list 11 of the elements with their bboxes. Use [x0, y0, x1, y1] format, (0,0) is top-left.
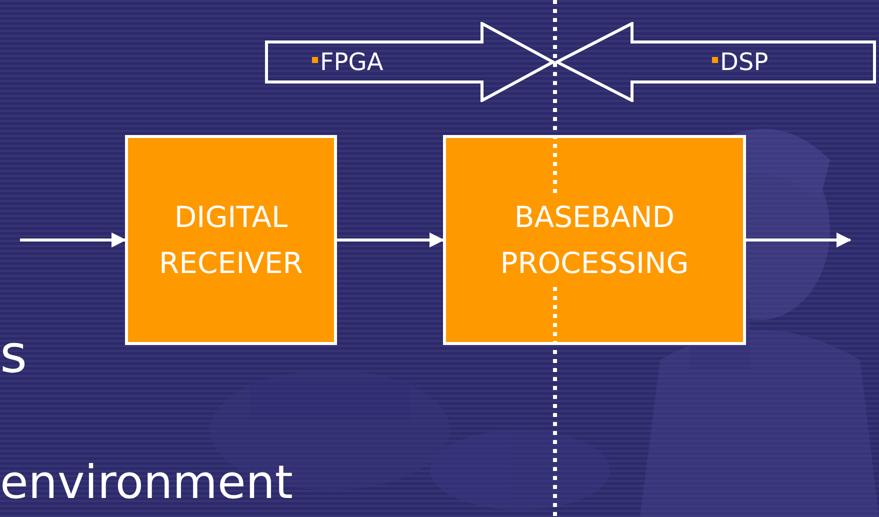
- slide-text: environment: [0, 455, 293, 509]
- arrow-label: DSP: [720, 47, 768, 77]
- process-box: [443, 135, 746, 345]
- box-label: BASEBAND PROCESSING: [499, 198, 690, 282]
- process-box: [125, 135, 337, 345]
- arrow: [746, 232, 852, 248]
- arrow-label: FPGA: [320, 47, 384, 77]
- box-label: DIGITAL RECEIVER: [158, 198, 304, 282]
- arrow: [20, 232, 126, 248]
- arrow: [337, 232, 444, 248]
- slide-text: s: [0, 325, 28, 385]
